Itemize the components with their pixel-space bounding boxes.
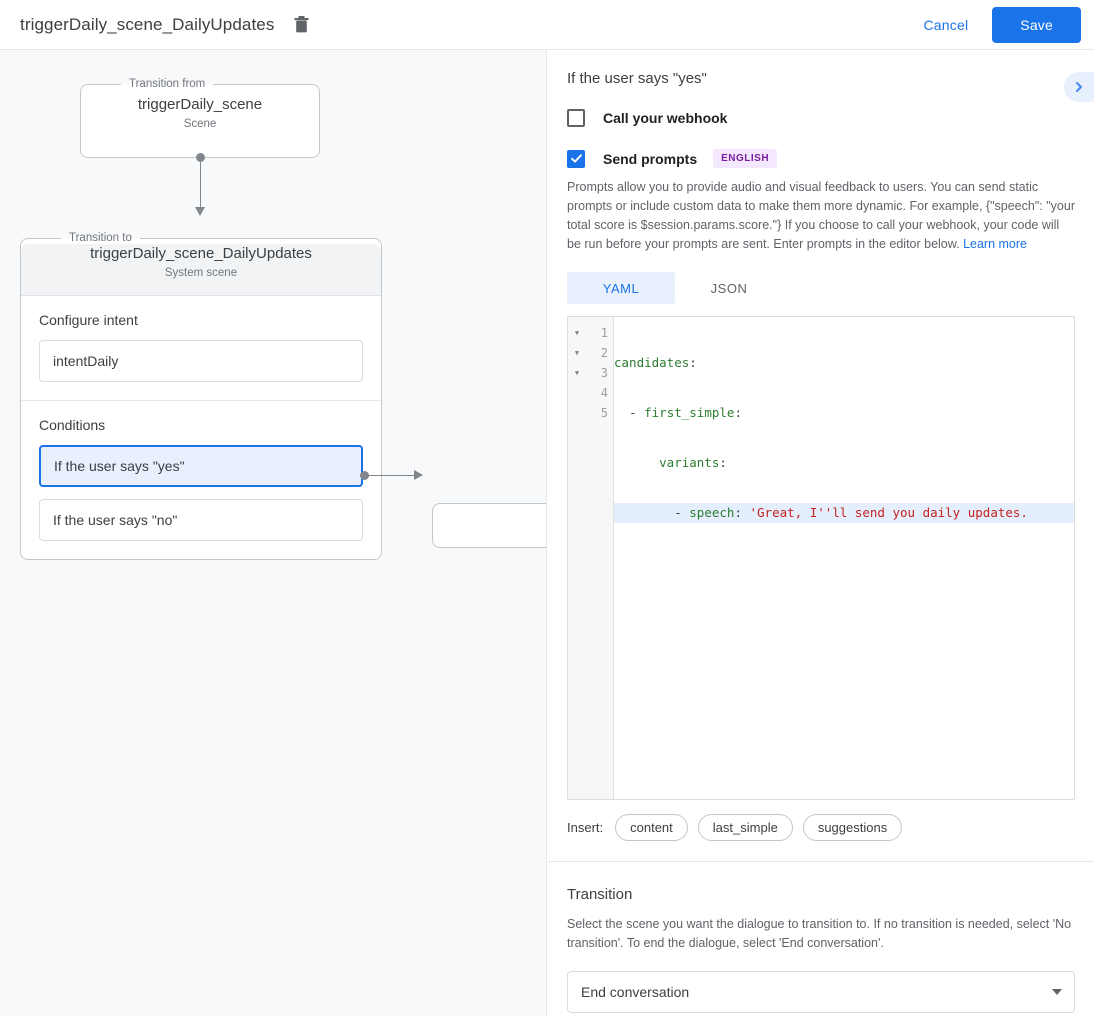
conditions-section: Conditions If the user says "yes" If the… [21, 401, 381, 559]
section-divider [548, 861, 1094, 862]
panel-title: If the user says "yes" [567, 70, 707, 87]
details-panel: If the user says "yes" Call your webhook… [548, 50, 1094, 1016]
insert-chip-last-simple[interactable]: last_simple [697, 814, 793, 841]
connector-arrow-down [194, 207, 205, 216]
prompt-editor[interactable]: ▼ 1 ▼ 2 ▼ 3 4 5 [567, 316, 1075, 800]
gutter-row: ▼ 3 [568, 363, 613, 383]
transition-title: Transition [567, 886, 633, 903]
code-line: variants: [614, 453, 1074, 473]
top-bar: triggerDaily_scene_DailyUpdates Cancel S… [0, 0, 1094, 50]
tab-json[interactable]: JSON [710, 280, 748, 296]
learn-more-link[interactable]: Learn more [963, 237, 1027, 251]
code-key: candidates [614, 355, 690, 370]
code-colon: : [719, 455, 727, 470]
code-line: - speech: 'Great, I''ll send you daily u… [614, 503, 1074, 523]
code-line: candidates: [614, 353, 1074, 373]
configure-intent-section: Configure intent intentDaily [21, 296, 381, 401]
chevron-down-icon [1052, 988, 1062, 995]
code-colon: : [689, 355, 697, 370]
language-badge: ENGLISH [713, 149, 778, 168]
connector-dot-condition [360, 471, 369, 480]
code-key: speech [689, 505, 735, 520]
fold-triangle-icon[interactable]: ▼ [574, 369, 580, 377]
transition-from-legend: Transition from [129, 78, 206, 90]
flow-canvas[interactable]: Transition from triggerDaily_scene Scene… [0, 50, 547, 1016]
code-colon: : [734, 505, 742, 520]
transition-select-value: End conversation [581, 983, 690, 1000]
gutter-row: ▼ 2 [568, 343, 613, 363]
page-title: triggerDaily_scene_DailyUpdates [20, 14, 275, 34]
line-number: 2 [600, 346, 608, 360]
connector-line-horizontal [369, 474, 417, 476]
prompts-help-body: Prompts allow you to provide audio and v… [567, 180, 1075, 251]
line-number: 3 [600, 366, 608, 380]
transition-to-legend: Transition to [69, 232, 132, 244]
code-dash: - [629, 405, 645, 420]
editor-gutter: ▼ 1 ▼ 2 ▼ 3 4 5 [568, 317, 614, 799]
call-webhook-label: Call your webhook [603, 110, 728, 126]
insert-label: Insert: [567, 820, 604, 835]
webhook-row[interactable]: Call your webhook [567, 109, 1075, 127]
transition-from-card[interactable]: Transition from triggerDaily_scene Scene [80, 78, 320, 158]
code-indent [614, 505, 674, 520]
fold-triangle-icon[interactable]: ▼ [574, 349, 580, 357]
panel-content: If the user says "yes" Call your webhook… [548, 50, 1094, 1013]
transition-to-card[interactable]: Transition to triggerDaily_scene_DailyUp… [20, 232, 382, 560]
code-indent [614, 455, 659, 470]
conditions-label: Conditions [39, 417, 106, 433]
condition-item-yes[interactable]: If the user says "yes" [39, 445, 363, 487]
connector-line-vertical [199, 157, 201, 209]
send-prompts-label: Send prompts [603, 150, 698, 167]
transition-select[interactable]: End conversation [567, 970, 1075, 1013]
code-key: first_simple [644, 405, 735, 420]
to-scene-name: triggerDaily_scene_DailyUpdates [90, 245, 312, 262]
gutter-row: 4 [568, 383, 613, 403]
transition-section: Transition Select the scene you want the… [567, 862, 1075, 1013]
gutter-row: 5 [568, 403, 613, 423]
send-prompts-checkbox[interactable] [567, 149, 585, 168]
fold-triangle-icon[interactable]: ▼ [574, 329, 580, 337]
to-scene-type: System scene [164, 267, 238, 279]
transition-description: Select the scene you want the dialogue t… [567, 917, 1072, 950]
send-prompts-row[interactable]: Send prompts ENGLISH [567, 149, 1075, 168]
prompts-help-text: Prompts allow you to provide audio and v… [567, 178, 1075, 254]
call-webhook-checkbox[interactable] [567, 109, 585, 127]
code-line: - first_simple: [614, 403, 1074, 423]
intent-field[interactable]: intentDaily [39, 340, 363, 382]
line-number: 1 [600, 326, 608, 340]
configure-intent-label: Configure intent [39, 312, 138, 328]
checkmark-icon [570, 154, 582, 163]
code-value: 'Great, I''ll send you daily updates. [741, 505, 1028, 520]
line-number: 5 [600, 406, 608, 420]
insert-chip-suggestions[interactable]: suggestions [802, 814, 903, 841]
editor-code-area[interactable]: candidates: - first_simple: variants: - … [614, 317, 1074, 799]
expand-panel-button[interactable] [1064, 72, 1094, 102]
line-number: 4 [600, 386, 608, 400]
connector-arrow-right [414, 469, 423, 480]
from-scene-name: triggerDaily_scene [137, 96, 263, 113]
downstream-node-stub[interactable] [432, 503, 546, 548]
editor-format-tabs: YAML JSON [567, 272, 1075, 304]
insert-chip-content[interactable]: content [615, 814, 688, 841]
code-key: variants [659, 455, 720, 470]
from-scene-type: Scene [183, 118, 217, 130]
delete-button[interactable] [288, 12, 314, 38]
condition-item-no[interactable]: If the user says "no" [39, 499, 363, 541]
code-dash: - [674, 505, 690, 520]
code-colon: : [734, 405, 742, 420]
tab-yaml[interactable]: YAML [567, 272, 675, 304]
transition-to-header: triggerDaily_scene_DailyUpdates System s… [21, 236, 381, 296]
save-button[interactable]: Save [992, 6, 1081, 43]
chevron-right-icon [1076, 82, 1082, 92]
trash-icon [294, 16, 309, 33]
insert-chips-row: Insert: content last_simple suggestions [567, 814, 1075, 861]
code-line [614, 553, 1074, 573]
gutter-row: ▼ 1 [568, 323, 613, 343]
top-bar-actions: Cancel Save [910, 6, 1094, 43]
code-indent [614, 405, 629, 420]
cancel-button[interactable]: Cancel [910, 8, 983, 42]
